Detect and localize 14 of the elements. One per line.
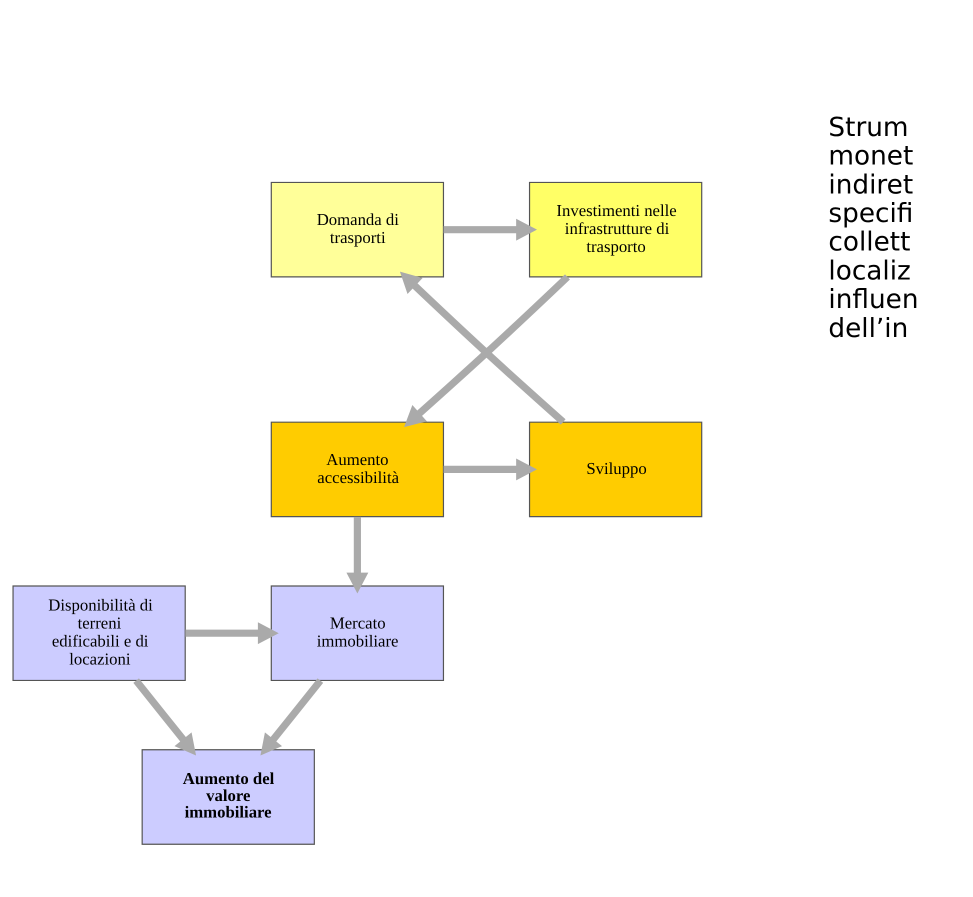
label: Strum monet indiret specifi collett localiz influen dell’in [828,112,918,344]
node-box: Mercato immobiliare [270,585,444,682]
node-box: Aumento del valore immobiliare [142,749,315,845]
arrow [185,622,279,644]
node-box: Disponibilità di terreni edificabili e di locazioni [12,585,186,682]
arrow [260,678,324,756]
node-box: Domanda di trasporti [270,182,444,278]
arrow [133,678,196,756]
arrow [346,516,368,594]
arrow [444,458,537,480]
arrow [444,218,537,241]
node-box: Aumento accessibilità [270,422,444,518]
node-box: Investimenti nelle infrastrutture di trasporto [528,182,702,278]
node-box: Sviluppo [528,422,702,518]
